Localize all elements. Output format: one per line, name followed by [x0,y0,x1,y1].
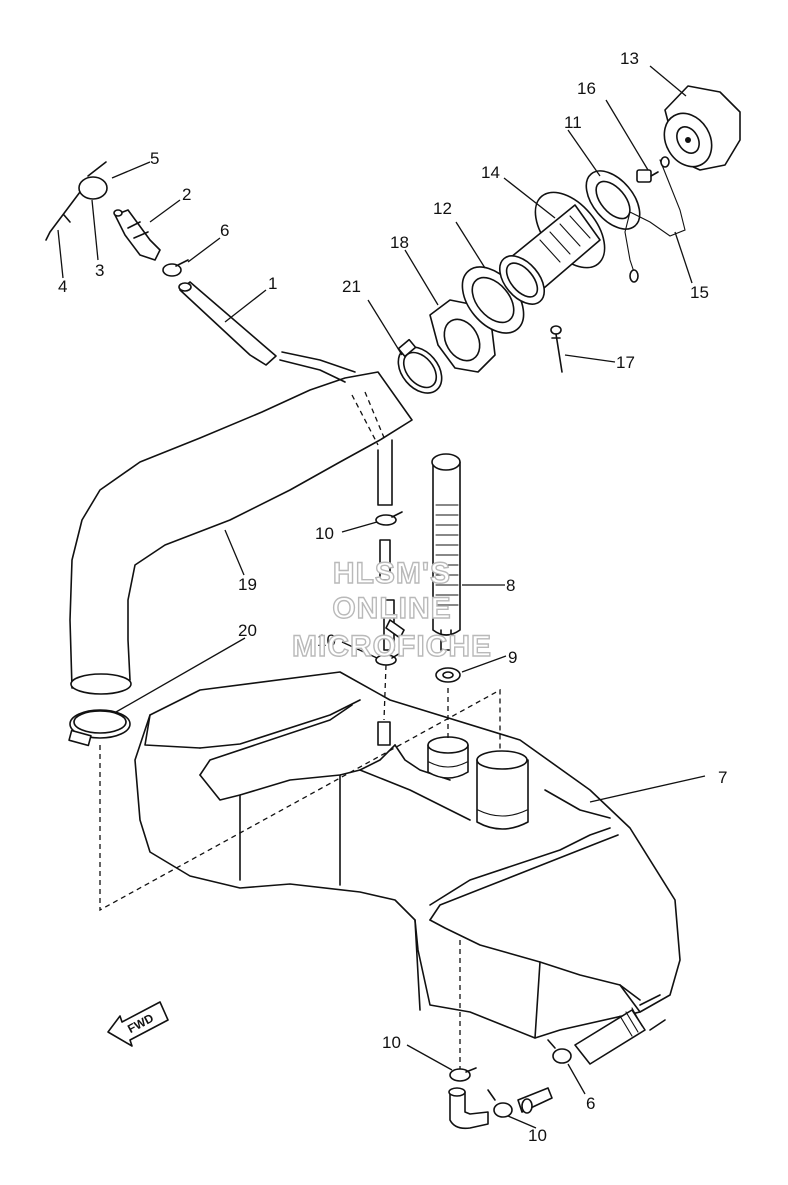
filler-neck-14 [498,191,606,305]
cap-chain-15 [624,156,686,283]
callout-10-d: 10 [528,1126,547,1145]
callout-21: 21 [342,277,361,296]
callout-9: 9 [508,648,517,667]
watermark-line-3: MICROFICHE [292,630,492,663]
callout-17: 17 [616,353,635,372]
hose-clamp-21 [397,338,443,394]
vent-line-fittings [375,511,405,746]
callout-15: 15 [690,283,709,302]
filler-cap-13 [663,85,741,171]
tank-fittings [427,736,529,830]
callout-2: 2 [182,185,191,204]
callout-20: 20 [238,621,257,640]
watermark-line-2: ONLINE [332,592,451,625]
callout-11: 11 [564,113,582,132]
watermark: HLSM'S ONLINE MICROFICHE [291,556,492,663]
vent-check-valve [113,209,161,261]
drain-fittings [448,994,666,1130]
fuel-tank [134,671,681,1039]
callout-18: 18 [390,233,409,252]
hose-clip-set [45,161,108,241]
leader-lines [57,65,706,1129]
hose-clamp-20 [68,709,131,747]
vent-hose [178,281,393,506]
callout-4: 4 [58,277,67,296]
callout-10-b: 10 [317,631,336,650]
callout-1: 1 [268,274,277,293]
callout-10-c: 10 [382,1033,401,1052]
callout-8: 8 [506,576,515,595]
pickup-filter-8 [431,453,461,651]
filler-hose [69,371,413,695]
callout-7: 7 [718,768,727,787]
callout-12: 12 [433,199,452,218]
callout-6-lower: 6 [586,1094,595,1113]
gasket-11 [585,170,641,230]
callout-13: 13 [620,49,639,68]
callout-14: 14 [481,163,500,182]
callout-labels: 1 2 3 4 5 6 7 8 9 10 10 10 10 11 12 13 1… [58,49,727,1145]
forward-direction-arrow: FWD [107,1001,169,1047]
assembly-guide-lines [99,688,501,1070]
washer-9 [435,667,461,683]
callout-19: 19 [238,575,257,594]
callout-3: 3 [95,261,104,280]
callout-16: 16 [577,79,596,98]
screw-16 [636,169,659,183]
callout-10-a: 10 [315,524,334,543]
callout-6-upper: 6 [220,221,229,240]
callout-5: 5 [150,149,159,168]
hose-clamp-upper [162,259,189,277]
watermark-line-1: HLSM'S [333,557,451,590]
rivet-17 [550,325,563,373]
